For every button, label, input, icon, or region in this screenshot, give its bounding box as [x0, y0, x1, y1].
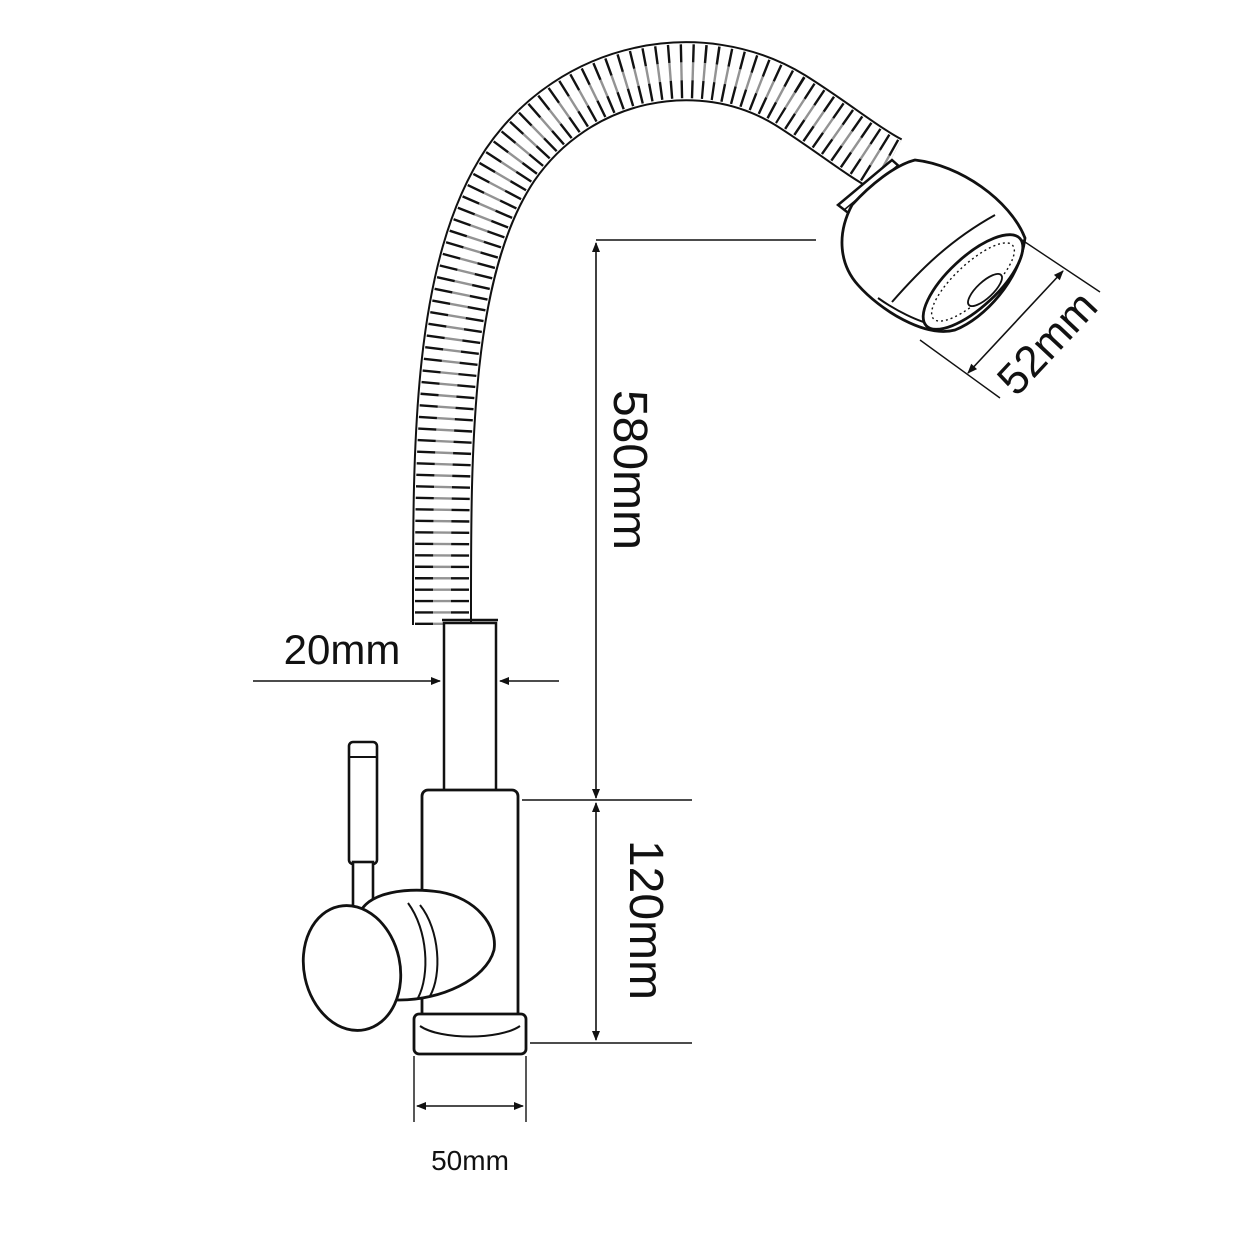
base-flange	[412, 1012, 528, 1056]
dimension-label-50mm: 50mm	[431, 1145, 509, 1176]
dimension-label-580mm: 580mm	[603, 390, 656, 550]
neck-tube	[442, 618, 498, 805]
spray-head	[836, 158, 1027, 333]
lever-rod	[347, 740, 379, 866]
lever-handle	[301, 740, 496, 1032]
dimension-label-52mm: 52mm	[988, 282, 1107, 405]
dimension-50mm: 50mm	[413, 1056, 527, 1176]
dimension-label-120mm: 120mm	[619, 840, 672, 1000]
dimension-580mm: 580mm	[592, 239, 816, 799]
dimension-20mm: 20mm	[253, 626, 559, 685]
dimension-120mm: 120mm	[522, 799, 692, 1044]
dimension-label-20mm: 20mm	[284, 626, 401, 673]
flexible-hose	[411, 41, 903, 626]
handle-knob	[301, 904, 403, 1032]
